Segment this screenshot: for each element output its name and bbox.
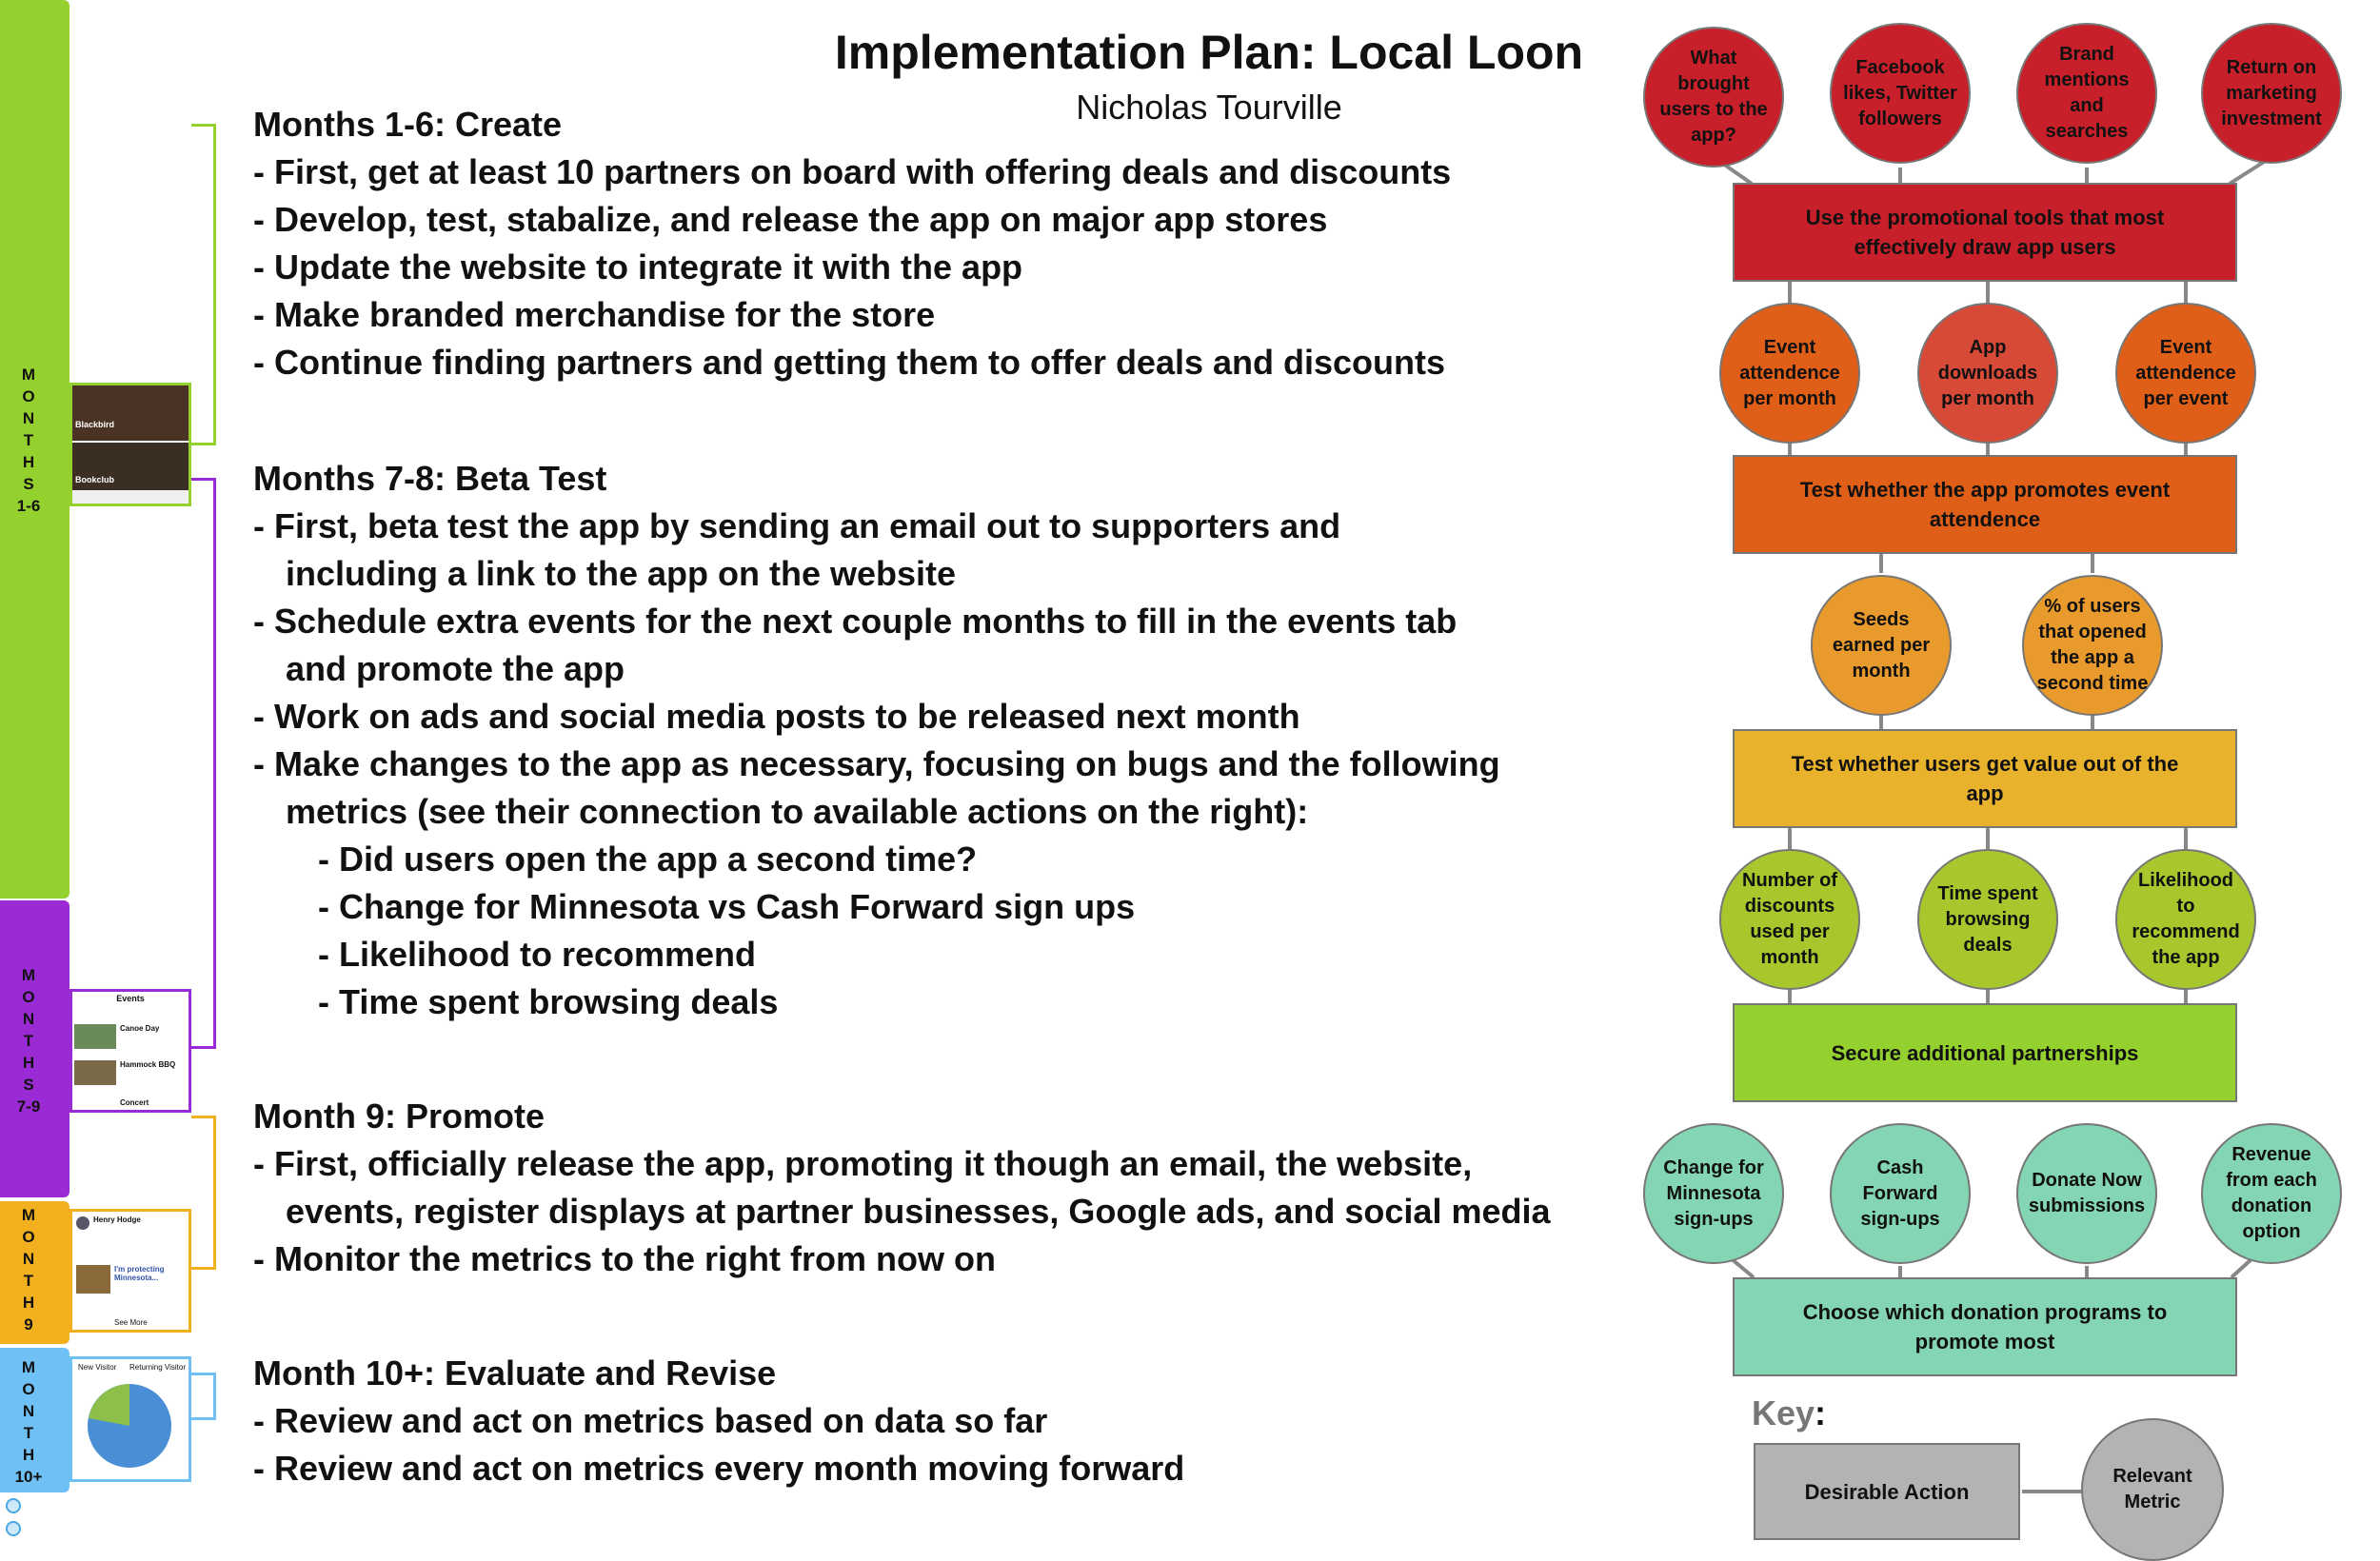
scroll-dot[interactable] bbox=[6, 1498, 21, 1513]
thumbnail-beta[interactable]: Events Canoe Day Hammock BBQ Concert bbox=[69, 989, 191, 1113]
section-heading-promote: Month 9: Promote bbox=[253, 1097, 545, 1136]
action-event-attendence: Test whether the app promotes event atte… bbox=[1733, 455, 2237, 554]
connector-promote bbox=[191, 1116, 216, 1270]
thumb-nav bbox=[72, 490, 188, 504]
plan-line: - Review and act on metrics based on dat… bbox=[253, 1401, 1048, 1440]
thumb-legend-new: New Visitor bbox=[78, 1363, 117, 1372]
timeline-bar-evaluate bbox=[0, 1348, 69, 1492]
plan-line: - Review and act on metrics every month … bbox=[253, 1449, 1185, 1488]
metric-event-attendence-month: Event attendence per month bbox=[1719, 303, 1860, 444]
plan-line: - Make branded merchandise for the store bbox=[253, 295, 936, 334]
thumb-post-more: See More bbox=[114, 1318, 148, 1327]
plan-line: - Time spent browsing deals bbox=[318, 982, 779, 1021]
thumbnail-create[interactable]: Blackbird Bookclub bbox=[69, 383, 191, 506]
plan-line: - Change for Minnesota vs Cash Forward s… bbox=[318, 887, 1136, 926]
thumb-deal-1-label: Blackbird bbox=[75, 420, 115, 429]
page-title: Implementation Plan: Local Loon bbox=[834, 26, 1584, 79]
author-name: Nicholas Tourville bbox=[1076, 88, 1342, 127]
metric-likelihood-recommend: Likelihood to recommend the app bbox=[2115, 849, 2256, 990]
metric-seeds-earned: Seeds earned per month bbox=[1811, 575, 1952, 716]
plan-line: - Work on ads and social media posts to … bbox=[253, 697, 1300, 736]
action-donation-programs: Choose which donation programs to promot… bbox=[1733, 1277, 2237, 1376]
metric-cash-forward: Cash Forward sign-ups bbox=[1830, 1123, 1971, 1264]
plan-line: events, register displays at partner bus… bbox=[286, 1192, 1551, 1231]
section-heading-evaluate: Month 10+: Evaluate and Revise bbox=[253, 1354, 777, 1393]
thumb-deal-2-label: Bookclub bbox=[75, 475, 115, 484]
thumbnail-evaluate[interactable]: New Visitor Returning Visitor bbox=[69, 1356, 191, 1482]
metric-opened-second-time: % of users that opened the app a second … bbox=[2022, 575, 2163, 716]
metric-change-for-minnesota: Change for Minnesota sign-ups bbox=[1643, 1123, 1784, 1264]
action-secure-partnerships: Secure additional partnerships bbox=[1733, 1003, 2237, 1102]
plan-line: - Continue finding partners and getting … bbox=[253, 343, 1446, 382]
timeline-bar-beta bbox=[0, 900, 69, 1197]
plan-line: - First, officially release the app, pro… bbox=[253, 1144, 1473, 1183]
key-title-word: Key bbox=[1752, 1393, 1815, 1433]
timeline-bar-promote bbox=[0, 1201, 69, 1344]
plan-line: - Monitor the metrics to the right from … bbox=[253, 1239, 996, 1278]
key-title: Key: bbox=[1752, 1393, 1826, 1433]
key-desirable-action: Desirable Action bbox=[1754, 1443, 2020, 1540]
section-heading-create: Months 1-6: Create bbox=[253, 105, 563, 144]
action-user-value: Test whether users get value out of the … bbox=[1733, 729, 2237, 828]
plan-line: - Update the website to integrate it wit… bbox=[253, 247, 1023, 287]
thumb-events-item bbox=[74, 1024, 116, 1049]
connector-beta bbox=[191, 478, 216, 1049]
metric-brand-mentions: Brand mentions and searches bbox=[2016, 23, 2157, 164]
thumb-legend-returning: Returning Visitor bbox=[129, 1363, 186, 1372]
metric-discounts-used: Number of discounts used per month bbox=[1719, 849, 1860, 990]
plan-line: - Develop, test, stabalize, and release … bbox=[253, 200, 1328, 239]
thumb-events-item bbox=[74, 1060, 116, 1085]
thumb-events-header: Events bbox=[116, 994, 145, 1003]
thumb-deal-2 bbox=[72, 443, 188, 490]
plan-line: including a link to the app on the websi… bbox=[286, 554, 957, 593]
thumbnail-promote[interactable]: Henry Hodge I'm protecting Minnesota... … bbox=[69, 1209, 191, 1333]
thumb-post-title: I'm protecting Minnesota... bbox=[114, 1265, 165, 1282]
timeline-bar-create bbox=[0, 0, 69, 899]
thumb-pie-chart bbox=[88, 1384, 171, 1468]
metric-revenue-donation: Revenue from each donation option bbox=[2201, 1123, 2342, 1264]
plan-line: metrics (see their connection to availab… bbox=[286, 792, 1309, 831]
plan-line: and promote the app bbox=[286, 649, 625, 688]
plan-line: - Schedule extra events for the next cou… bbox=[253, 602, 1458, 641]
key-relevant-metric: Relevant Metric bbox=[2081, 1418, 2224, 1561]
thumb-post-image bbox=[76, 1265, 110, 1294]
metric-return-on-marketing: Return on marketing investment bbox=[2201, 23, 2342, 164]
thumb-avatar bbox=[76, 1216, 89, 1230]
connector-create bbox=[191, 124, 216, 445]
thumb-events-item-label: Concert bbox=[120, 1098, 149, 1107]
metric-event-attendence-event: Event attendence per event bbox=[2115, 303, 2256, 444]
key-title-colon: : bbox=[1815, 1393, 1827, 1433]
thumb-events-item-label: Canoe Day bbox=[120, 1024, 160, 1033]
metric-what-brought-users: What brought users to the app? bbox=[1643, 27, 1784, 168]
metric-donate-now: Donate Now submissions bbox=[2016, 1123, 2157, 1264]
plan-line: - First, get at least 10 partners on boa… bbox=[253, 152, 1452, 191]
metric-time-browsing: Time spent browsing deals bbox=[1917, 849, 2058, 990]
plan-line: - Make changes to the app as necessary, … bbox=[253, 744, 1500, 783]
thumb-post-author: Henry Hodge bbox=[93, 1215, 141, 1224]
plan-line: - Likelihood to recommend bbox=[318, 935, 757, 974]
plan-line: - First, beta test the app by sending an… bbox=[253, 506, 1341, 545]
thumb-deal-1 bbox=[72, 385, 188, 441]
metric-facebook-twitter: Facebook likes, Twitter followers bbox=[1830, 23, 1971, 164]
plan-line: - Did users open the app a second time? bbox=[318, 840, 978, 879]
action-promotional-tools: Use the promotional tools that most effe… bbox=[1733, 183, 2237, 282]
connector-evaluate bbox=[191, 1373, 216, 1420]
scroll-dot[interactable] bbox=[6, 1521, 21, 1536]
metric-app-downloads: App downloads per month bbox=[1917, 303, 2058, 444]
thumb-events-item-label: Hammock BBQ bbox=[120, 1060, 176, 1069]
section-heading-beta: Months 7-8: Beta Test bbox=[253, 459, 607, 498]
